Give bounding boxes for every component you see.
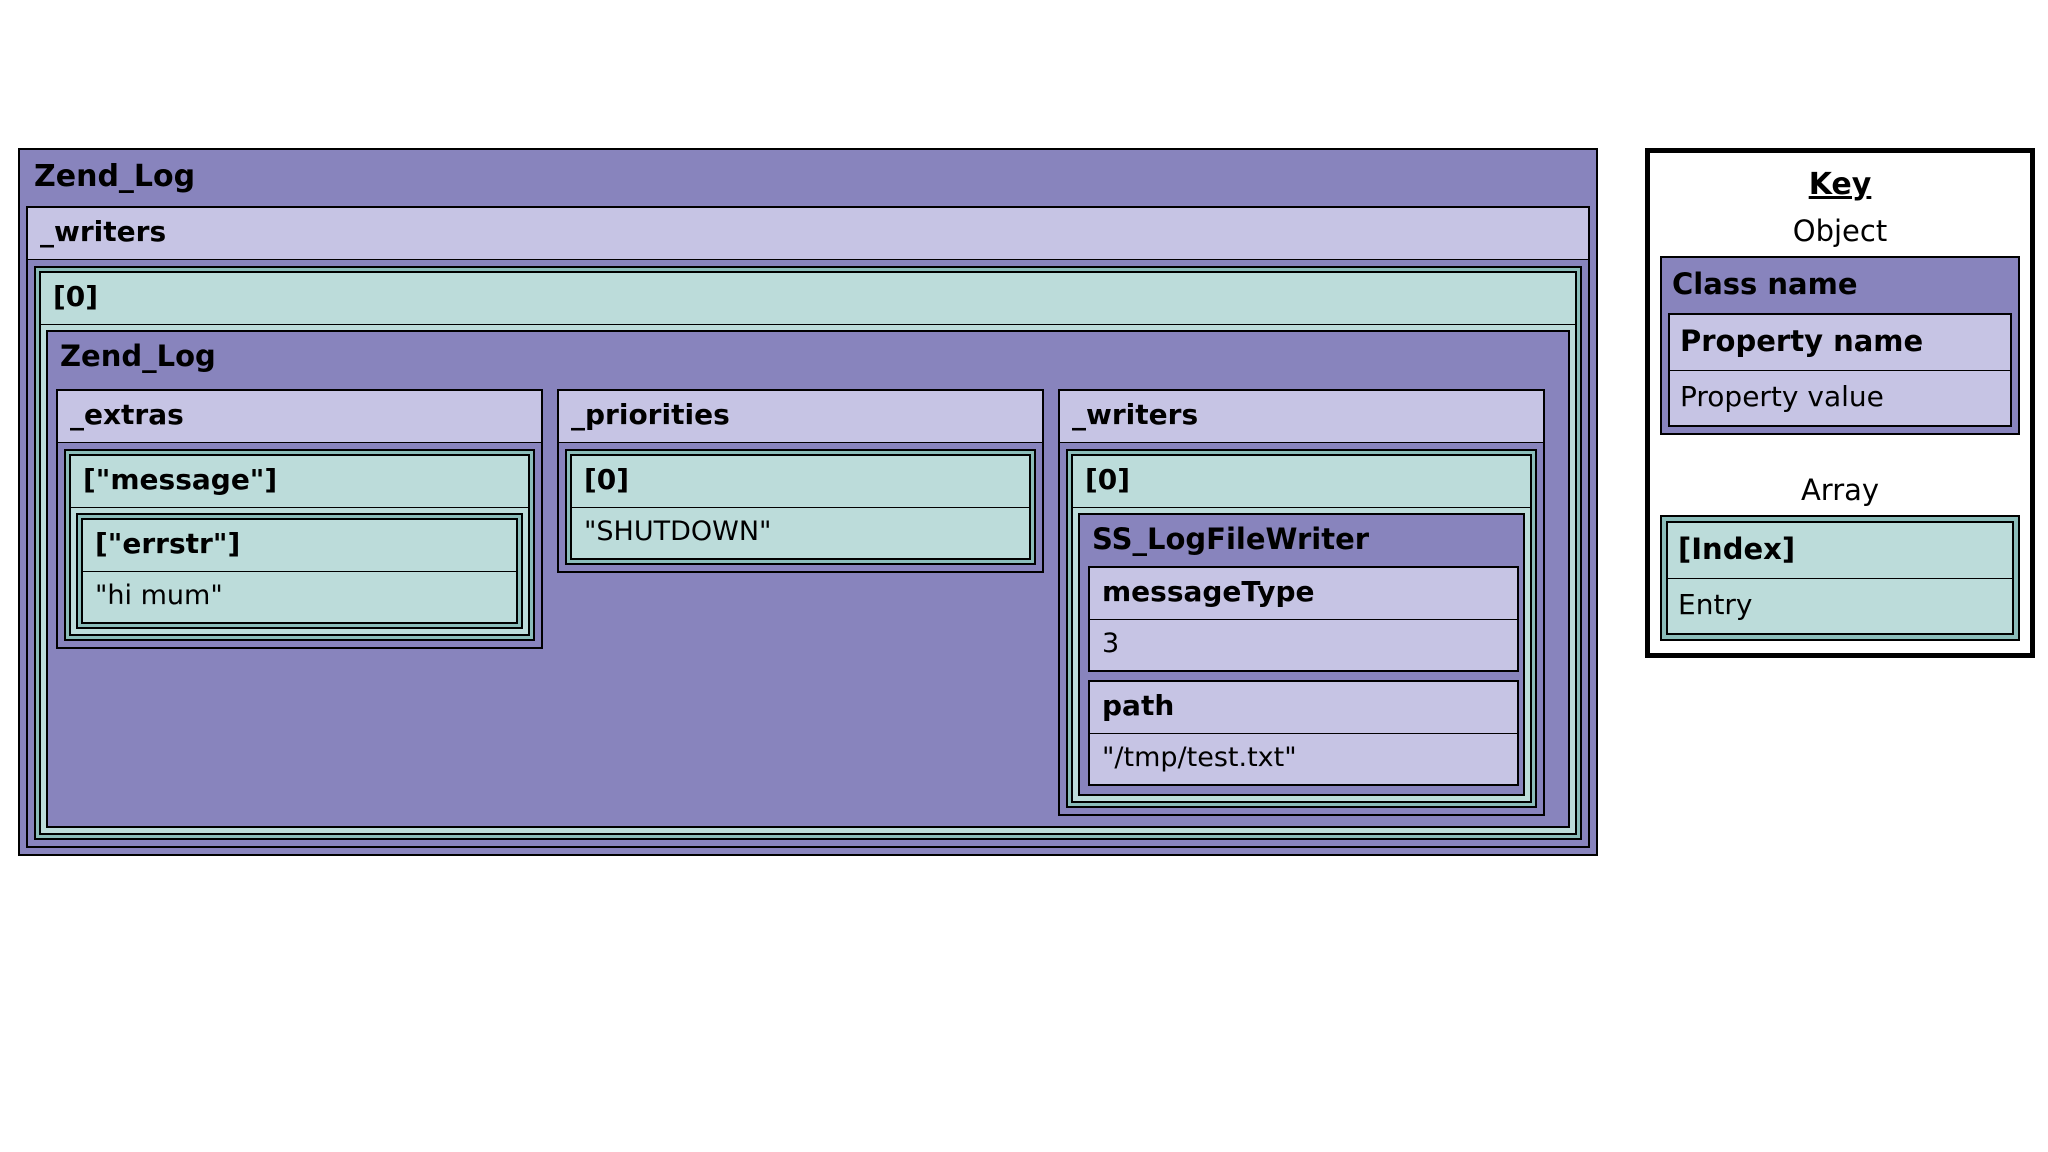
key-object-caption: Object — [1792, 214, 1888, 248]
array-entry-value: "SHUTDOWN" — [572, 508, 1029, 558]
array-inner: [0] Zend_Log — [39, 271, 1577, 835]
array-inner: [0] "SHUTDOWN" — [570, 454, 1031, 560]
property-extras: _extras ["message"] — [56, 389, 543, 649]
object-graph-diagram: Zend_Log _writers [0] — [18, 148, 1598, 856]
key-array-caption: Array — [1800, 473, 1880, 507]
key-array-inner: [Index] Entry — [1666, 521, 2014, 635]
property-children-container: [0] "SHUTDOWN" — [559, 443, 1042, 571]
key-spacer — [1660, 435, 2020, 471]
property-value-label: "/tmp/test.txt" — [1090, 734, 1517, 784]
property-priorities: _priorities [0] "SHUTDOWN" — [557, 389, 1044, 573]
property-name-label: _writers — [1060, 391, 1543, 443]
key-object-sample: Class name Property name Property value — [1660, 256, 2020, 435]
array-extras-errstr: ["errstr"] "hi mum" — [76, 513, 523, 629]
array-writers-root: [0] Zend_Log — [34, 266, 1582, 840]
property-children-container: [0] Zend_Log — [28, 260, 1588, 846]
property-name-label: _extras — [58, 391, 541, 443]
key-index-label: [Index] — [1668, 523, 2012, 579]
property-children-container: [0] SS_LogFileWriter — [1060, 443, 1543, 814]
property-message-type: messageType 3 — [1088, 566, 1519, 672]
array-index-label: ["errstr"] — [83, 520, 516, 572]
array-priorities: [0] "SHUTDOWN" — [565, 449, 1036, 565]
key-entry-label: Entry — [1678, 588, 1753, 621]
root-property-container: _writers [0] Zend_Log — [20, 206, 1596, 854]
array-inner: [0] SS_LogFileWriter — [1071, 454, 1532, 803]
array-index-label: [0] — [1073, 456, 1530, 508]
object-properties-container: messageType 3 path — [1080, 566, 1523, 794]
key-object-body: Property name Property value — [1662, 313, 2018, 433]
property-children-container: ["message"] ["errstr"] — [58, 443, 541, 647]
array-entry-value: "hi mum" — [83, 572, 516, 622]
array-inner: ["message"] ["errstr"] — [69, 454, 530, 636]
array-index-label: [0] — [572, 456, 1029, 508]
property-writers-root: _writers [0] Zend_Log — [26, 206, 1590, 848]
key-title: Key — [1808, 167, 1872, 202]
property-columns: _extras ["message"] — [48, 383, 1568, 826]
property-name-label: path — [1090, 682, 1517, 734]
array-children-container: ["errstr"] "hi mum" — [71, 508, 528, 634]
property-writers-inner: _writers [0] — [1058, 389, 1545, 816]
property-name-label: messageType — [1090, 568, 1517, 620]
class-name-header: Zend_Log — [20, 150, 1596, 206]
column-priorities: _priorities [0] "SHUTDOWN" — [557, 389, 1044, 816]
property-name-label: _priorities — [559, 391, 1042, 443]
array-inner: ["errstr"] "hi mum" — [81, 518, 518, 624]
key-property-sample: Property name Property value — [1668, 313, 2012, 427]
key-array-sample: [Index] Entry — [1660, 515, 2020, 641]
array-writers-inner: [0] SS_LogFileWriter — [1066, 449, 1537, 808]
class-name-header: SS_LogFileWriter — [1080, 515, 1523, 566]
property-name-label: _writers — [28, 208, 1588, 260]
array-index-label: [0] — [41, 273, 1575, 325]
key-property-name-label: Property name — [1670, 315, 2010, 371]
key-class-name-label: Class name — [1672, 267, 1858, 301]
property-path: path "/tmp/test.txt" — [1088, 680, 1519, 786]
key-legend-panel: Key Object Class name Property name Prop… — [1645, 148, 2035, 658]
class-name-header: Zend_Log — [48, 332, 1568, 383]
object-zend-log-root: Zend_Log _writers [0] — [18, 148, 1598, 856]
object-zend-log-inner: Zend_Log _extras — [46, 330, 1570, 828]
array-extras: ["message"] ["errstr"] — [64, 449, 535, 641]
object-ss-logfilewriter: SS_LogFileWriter messageType 3 — [1078, 513, 1525, 796]
array-children-container: Zend_Log _extras — [41, 325, 1575, 833]
column-extras: _extras ["message"] — [56, 389, 543, 816]
array-children-container: SS_LogFileWriter messageType 3 — [1073, 508, 1530, 801]
column-writers: _writers [0] — [1058, 389, 1545, 816]
property-value-label: 3 — [1090, 620, 1517, 670]
key-property-value-label: Property value — [1680, 380, 1884, 413]
array-index-label: ["message"] — [71, 456, 528, 508]
